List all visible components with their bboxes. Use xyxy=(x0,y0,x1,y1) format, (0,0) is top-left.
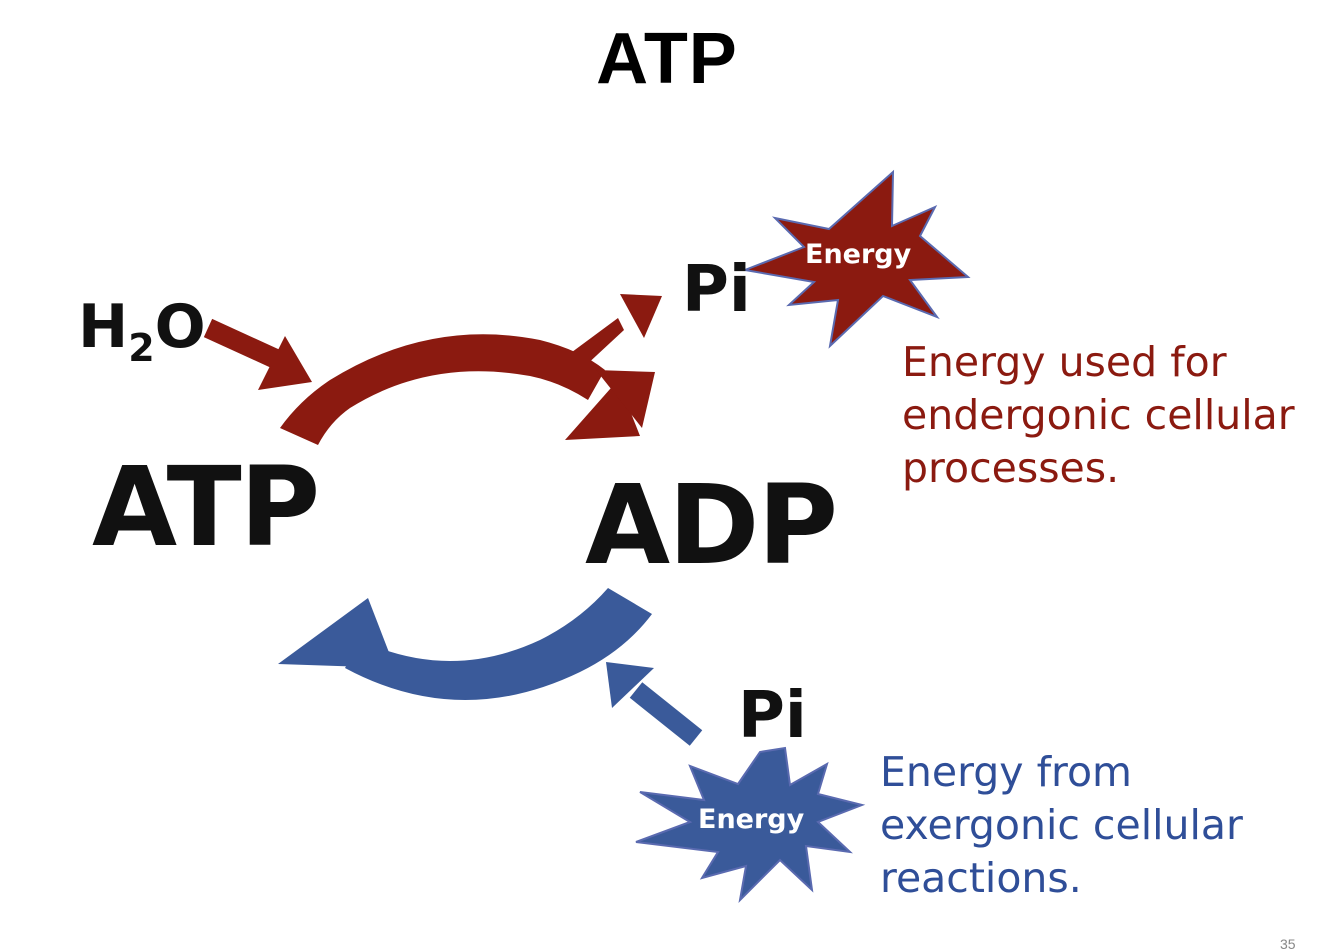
phosphate-input-arrow xyxy=(606,662,703,746)
energy-input-burst xyxy=(635,746,866,903)
water-label: H2O xyxy=(78,297,206,367)
energy-input-label: Energy xyxy=(698,804,805,835)
phosphate-added-label: Pi xyxy=(738,679,807,753)
water-o: O xyxy=(154,292,206,362)
water-input-arrow xyxy=(203,318,312,390)
water-subscript: 2 xyxy=(128,326,155,370)
slide-title: ATP xyxy=(596,19,738,99)
endergonic-note: Energy used for endergonic cellular proc… xyxy=(902,338,1295,492)
energy-release-burst xyxy=(741,169,971,349)
exergonic-note: Energy from exergonic cellular reactions… xyxy=(880,748,1243,902)
water-h: H xyxy=(78,292,129,362)
phosphate-released-label: Pi xyxy=(682,253,751,327)
phosphate-release-arrow xyxy=(568,294,662,428)
atp-label: ATP xyxy=(92,443,320,571)
synthesis-arc-arrow xyxy=(278,588,652,701)
adp-label: ADP xyxy=(585,461,838,589)
energy-released-label: Energy xyxy=(805,239,912,270)
page-number: 35 xyxy=(1280,936,1296,952)
